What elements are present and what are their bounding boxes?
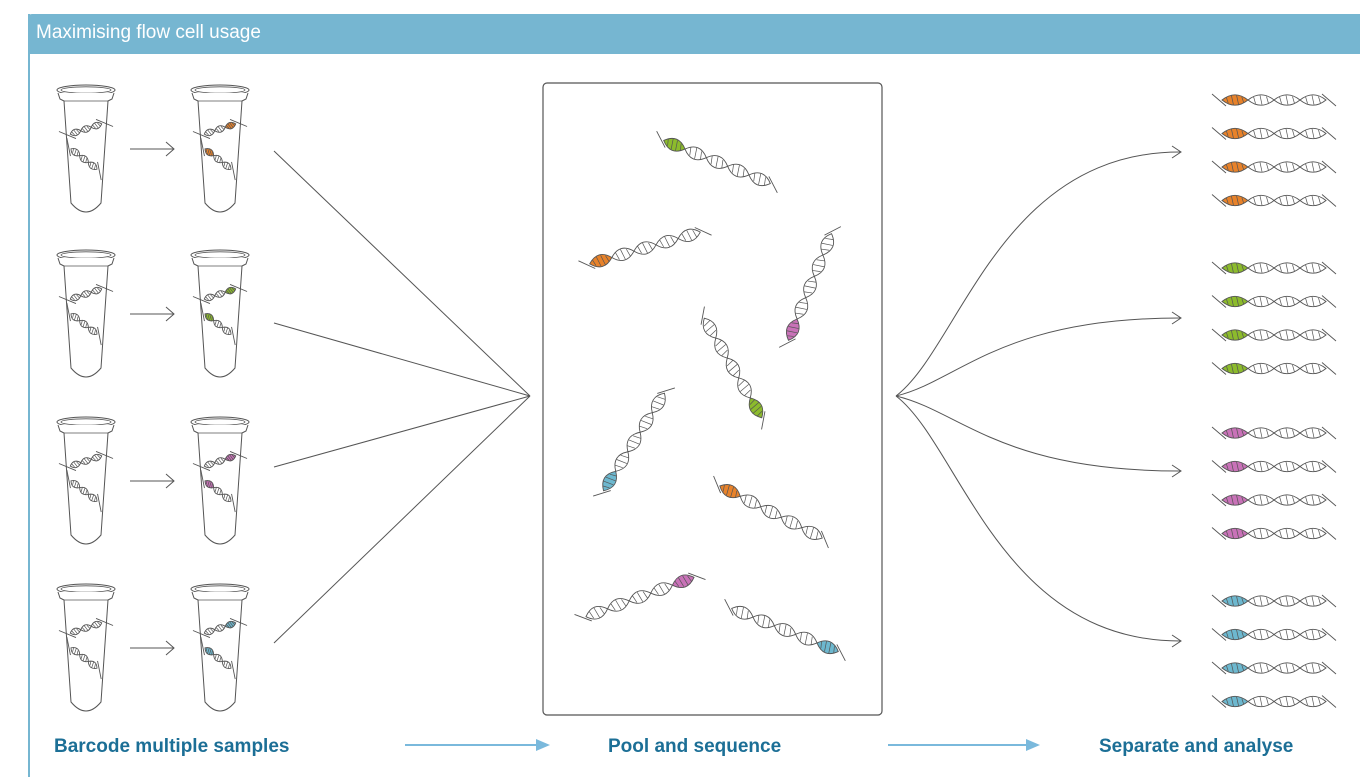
process-arrow-icon xyxy=(130,640,175,656)
separated-read xyxy=(1211,594,1337,608)
flow-cell-box xyxy=(542,82,883,716)
pooled-dna-molecule xyxy=(778,226,842,348)
separation-curve xyxy=(895,395,1182,648)
tube-dna-lower xyxy=(200,469,236,513)
sample-tube-plain xyxy=(56,84,116,213)
diagram-frame xyxy=(28,14,1360,777)
tube-dna-lower xyxy=(200,137,236,181)
pooled-dna-molecule xyxy=(713,475,829,549)
separated-read xyxy=(1211,493,1337,507)
tube-dna-upper xyxy=(192,451,248,471)
tube-dna-upper xyxy=(58,284,114,304)
sample-tube-plain xyxy=(56,583,116,712)
pooled-dna-molecule xyxy=(578,227,712,269)
tube-dna-lower xyxy=(66,636,102,680)
separation-curves xyxy=(895,145,1182,648)
pooled-molecules xyxy=(574,130,846,662)
sample-tube-plain xyxy=(56,249,116,378)
separated-read xyxy=(1211,695,1337,708)
pooled-dna-molecule xyxy=(574,572,706,622)
step-arrows xyxy=(405,739,1040,751)
pool-line xyxy=(273,322,531,397)
step-label-pool: Pool and sequence xyxy=(608,736,782,757)
process-arrow-icon xyxy=(130,306,175,322)
separated-read xyxy=(1211,160,1337,174)
step-label-separate: Separate and analyse xyxy=(1099,736,1294,757)
sample-tube-plain xyxy=(56,416,116,545)
step-arrow-icon xyxy=(405,739,550,751)
step-arrow-icon xyxy=(888,739,1040,751)
separation-curve xyxy=(895,311,1182,397)
header-title: Maximising flow cell usage xyxy=(36,22,261,43)
pooled-dna-molecule xyxy=(724,598,846,662)
pool-line xyxy=(273,150,531,397)
tube-dna-lower xyxy=(200,302,236,346)
step-label-barcode: Barcode multiple samples xyxy=(54,736,290,757)
sample-tube-barcoded xyxy=(190,249,250,378)
separated-read xyxy=(1211,127,1337,140)
separated-read xyxy=(1211,661,1337,675)
separated-read xyxy=(1211,328,1337,342)
tube-dna-lower xyxy=(66,469,102,513)
process-arrow-icon xyxy=(130,473,175,489)
separated-read xyxy=(1211,194,1337,207)
pooled-dna-molecule xyxy=(700,306,766,430)
pooling-lines xyxy=(273,150,531,644)
separated-read xyxy=(1211,460,1337,473)
separated-read xyxy=(1211,362,1337,375)
sample-tube-barcoded xyxy=(190,416,250,545)
process-arrow-icon xyxy=(130,141,175,157)
pooled-dna-molecule xyxy=(593,387,675,497)
tube-dna-upper xyxy=(192,119,248,139)
separated-read xyxy=(1211,426,1337,440)
pooled-dna-molecule xyxy=(656,130,778,194)
separated-read xyxy=(1211,628,1337,641)
separated-read xyxy=(1211,527,1337,540)
separated-reads xyxy=(1211,93,1337,708)
tube-dna-upper xyxy=(192,284,248,304)
header-bar: Maximising flow cell usage xyxy=(28,14,1360,54)
tube-dna-upper xyxy=(58,451,114,471)
separated-read xyxy=(1211,261,1337,275)
tube-dna-upper xyxy=(58,119,114,139)
tube-dna-lower xyxy=(200,636,236,680)
tube-dna-lower xyxy=(66,137,102,181)
tube-dna-upper xyxy=(58,618,114,638)
pool-line xyxy=(273,395,531,644)
sample-tube-barcoded xyxy=(190,583,250,712)
separated-read xyxy=(1211,295,1337,308)
separated-read xyxy=(1211,93,1337,107)
pool-line xyxy=(273,395,531,468)
tube-dna-lower xyxy=(66,302,102,346)
separation-curve xyxy=(895,145,1182,397)
separation-curve xyxy=(895,395,1182,478)
sample-tube-barcoded xyxy=(190,84,250,213)
sample-tubes xyxy=(56,84,250,712)
tube-dna-upper xyxy=(192,618,248,638)
